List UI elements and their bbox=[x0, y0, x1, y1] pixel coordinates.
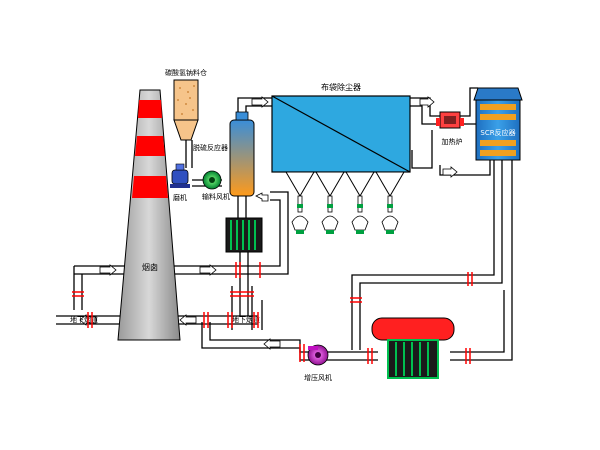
bag-filter: 布袋除尘器 bbox=[271, 82, 411, 197]
reactor-label: 脱硫反应器 bbox=[193, 143, 228, 152]
valves bbox=[72, 262, 473, 364]
heater-label: 加热炉 bbox=[442, 137, 463, 146]
blower-label: 输料风机 bbox=[202, 192, 230, 201]
arrow-left-icon bbox=[255, 192, 269, 202]
mill: 磨机 bbox=[170, 163, 190, 202]
arrow-right-icon bbox=[99, 264, 117, 276]
baghouse-label: 布袋除尘器 bbox=[321, 82, 361, 92]
heating-furnace: 加热炉 bbox=[439, 111, 463, 146]
arrow-left-icon bbox=[179, 314, 197, 326]
flue-label-left: 地下烟道 bbox=[70, 315, 98, 324]
booster-fan: 增压风机 bbox=[304, 344, 332, 382]
heat-exchanger-right bbox=[371, 317, 455, 379]
scr-reactor: SCR反应器 bbox=[473, 87, 523, 161]
arrow-right-icon bbox=[199, 264, 217, 276]
chimney-label: 烟囱 bbox=[142, 262, 158, 272]
damper-near-heater bbox=[436, 118, 464, 126]
flue-label-right: 地下烟道 bbox=[232, 315, 260, 324]
chimney: 烟囱 bbox=[117, 89, 181, 341]
desulfurization-reactor: 脱硫反应器 bbox=[193, 111, 255, 197]
arrow-left-icon bbox=[263, 338, 281, 350]
scr-label: SCR反应器 bbox=[480, 128, 515, 137]
dust-discharge-units bbox=[291, 195, 399, 234]
sodium-bicarbonate-silo: 碳酸氢钠料仓 bbox=[165, 68, 207, 141]
arrow-right-icon bbox=[442, 166, 458, 178]
heat-exchanger-left bbox=[225, 217, 263, 253]
conveying-blower: 输料风机 bbox=[202, 170, 230, 201]
arrow-right-icon bbox=[419, 96, 435, 108]
booster-fan-label: 增压风机 bbox=[304, 373, 332, 382]
mill-label: 磨机 bbox=[173, 193, 187, 202]
flow-arrows bbox=[79, 96, 458, 350]
arrow-right-icon bbox=[251, 96, 269, 108]
silo-label: 碳酸氢钠料仓 bbox=[165, 68, 207, 77]
